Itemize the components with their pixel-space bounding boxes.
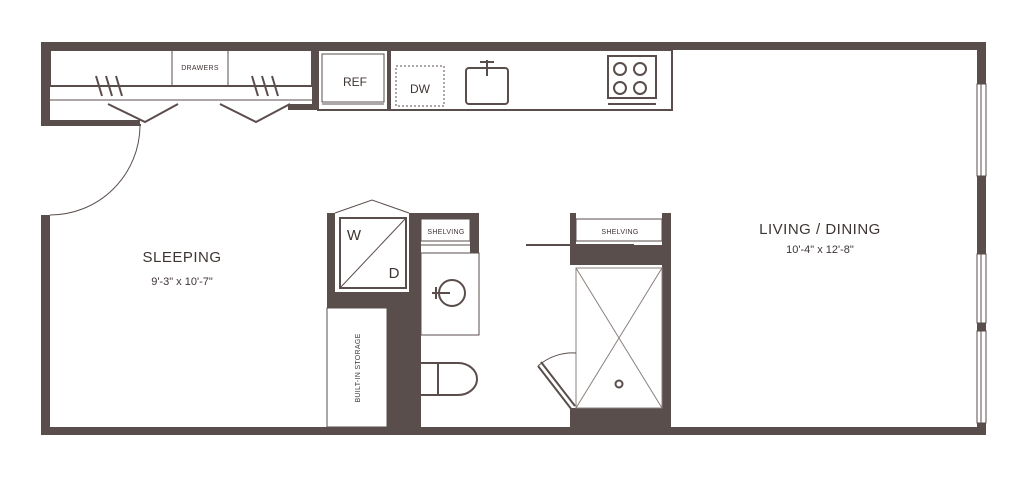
shower: [526, 213, 671, 427]
closet: [49, 49, 318, 126]
built-in-storage: [326, 292, 417, 428]
living-room: LIVING / DINING 10'-4" x 12'-8": [759, 221, 881, 256]
windows: [976, 83, 987, 424]
living-room-label: LIVING / DINING: [759, 221, 881, 238]
closet-rod-right: [251, 75, 279, 97]
shower-door: [537, 352, 577, 411]
living-room-dimensions: 10'-4" x 12'-8": [786, 244, 854, 256]
refrigerator-label: REF: [343, 75, 367, 89]
shower-shelving-label: SHELVING: [601, 229, 638, 236]
laundry: [327, 199, 417, 308]
closet-rod-left: [95, 75, 123, 97]
drawers-label: DRAWERS: [181, 65, 219, 72]
bath-shelving-label: SHELVING: [427, 229, 464, 236]
built-in-storage-label: BUILT-IN STORAGE: [355, 333, 362, 402]
exterior-walls: [41, 42, 986, 435]
sleeping-room: SLEEPING 9'-3" x 10'-7": [142, 249, 221, 288]
entry-door: [49, 124, 141, 216]
dryer-label: D: [389, 265, 400, 282]
kitchen-sink: [465, 60, 509, 105]
kitchen: [317, 49, 673, 111]
closet-bifold-doors: [107, 103, 291, 124]
toilet: [421, 362, 478, 396]
cooktop: [607, 55, 657, 105]
sleeping-room-dimensions: 9'-3" x 10'-7": [151, 276, 213, 288]
washer-label: W: [347, 227, 362, 244]
bathroom: [409, 213, 480, 427]
dishwasher-label: DW: [410, 82, 431, 96]
sleeping-room-label: SLEEPING: [142, 249, 221, 266]
vanity: [420, 252, 480, 336]
